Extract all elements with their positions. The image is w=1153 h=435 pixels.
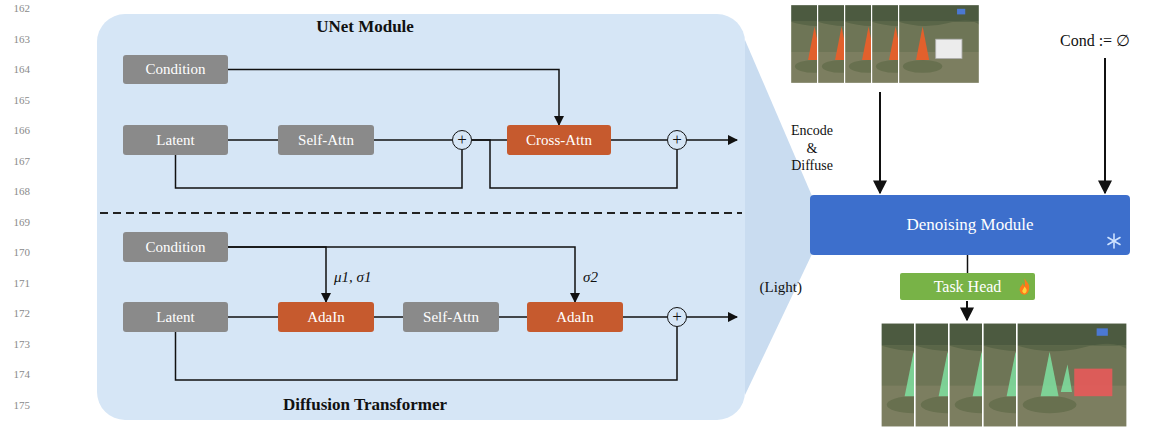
connector [176,327,678,380]
input-arrow [1104,58,1106,193]
connector [228,247,575,302]
output-arrow [966,301,968,320]
attention-box: Self-Attn [278,125,374,155]
panel-title: UNet Module [97,17,633,37]
annotation: Cond := ∅ [1060,31,1150,51]
line-number: 164 [2,63,30,77]
node-label: Cross-Attn [526,132,592,149]
line-number: 165 [2,94,30,108]
video-frame [898,4,980,84]
head-box: (Light)Task Head [900,273,1035,300]
sum-node: + [667,307,687,327]
line-number: 171 [2,277,30,291]
connector [176,150,463,188]
connector [623,316,667,318]
sum-node: + [452,130,472,150]
video-frame [1016,322,1128,428]
node-label: Condition [145,239,205,256]
line-number: 162 [2,2,30,16]
output-arrow [687,139,737,141]
connector [228,247,326,302]
node-label: + [672,131,682,148]
line-number: 163 [2,33,30,47]
output-arrow [687,316,737,318]
line-number: 174 [2,368,30,382]
node-label: Self-Attn [423,309,479,326]
node-label: Condition [145,61,205,78]
latent-box: Latent [123,302,228,332]
zoom-wedge [745,40,812,395]
module-panel-ground [97,14,745,420]
trainable-icon [1018,278,1031,295]
node-label: Denoising Module [906,215,1033,235]
connector [967,255,969,273]
line-number: 172 [2,307,30,321]
connector [228,70,559,126]
edge-label: μ1, σ1 [332,269,373,286]
flame-core [1022,287,1026,294]
node-label: Latent [156,309,194,326]
frozen-icon-stroke [1108,238,1120,245]
line-number: 169 [2,216,30,230]
connector [472,139,507,141]
attention-box: Cross-Attn [507,125,611,155]
annotation: Encode & Diffuse [786,122,838,175]
line-number: 175 [2,399,30,413]
flame-shape [1020,278,1030,295]
norm-box: AdaIn [278,302,374,332]
node-label: AdaIn [556,309,594,326]
node-label: + [457,131,467,148]
output-frames [880,322,1128,428]
connector [228,316,278,318]
node-label: AdaIn [307,309,345,326]
module-box: Denoising Module [810,195,1130,255]
frozen-icon [1106,233,1122,249]
node-label: Task Head [934,278,1002,296]
connector [374,316,403,318]
edge-label: σ2 [581,269,600,286]
condition-box: Condition [123,55,228,84]
node-label: (Light) [760,278,803,295]
input-frames [790,4,980,84]
line-number: 166 [2,124,30,138]
line-number: 168 [2,185,30,199]
frozen-icon-stroke [1108,238,1120,245]
node-label: Self-Attn [298,132,354,149]
module-panel: UNet ModuleDiffusion Transformer Conditio… [97,14,745,420]
input-arrow [879,92,881,193]
node-label: Latent [156,132,194,149]
sum-node: + [667,130,687,150]
divider-line [100,212,742,214]
line-number: 173 [2,338,30,352]
connector [611,139,667,141]
line-number: 170 [2,246,30,260]
line-number: 167 [2,155,30,169]
panel-title: Diffusion Transformer [97,395,633,415]
latent-box: Latent [123,125,228,155]
attention-box: Self-Attn [403,302,499,332]
condition-box: Condition [123,232,228,262]
norm-box: AdaIn [527,302,623,332]
connector [374,139,452,141]
node-label: + [672,308,682,325]
connector [228,139,278,141]
connector [499,316,527,318]
